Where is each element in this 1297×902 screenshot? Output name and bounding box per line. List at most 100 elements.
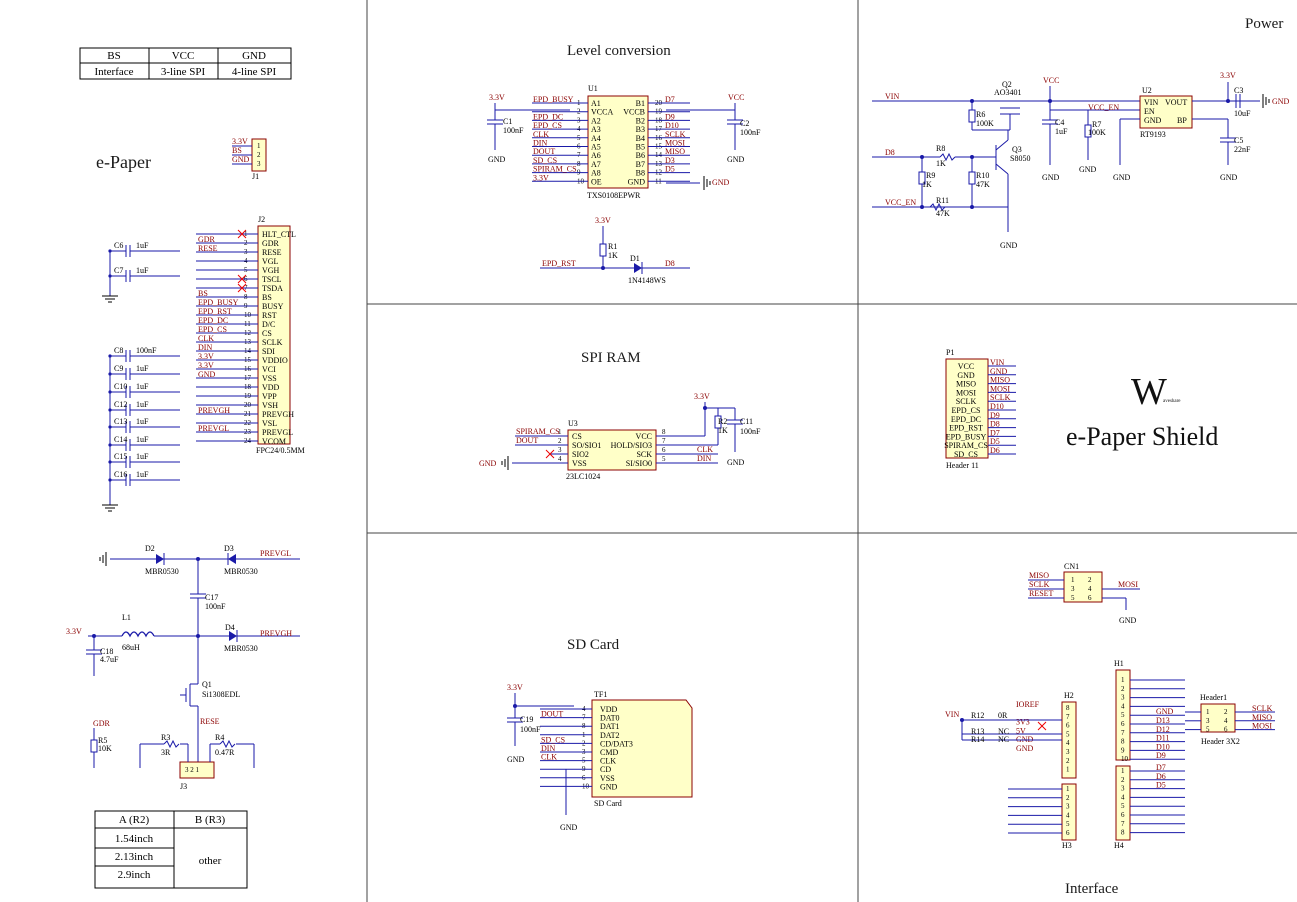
svg-text:5: 5 — [1071, 594, 1075, 602]
p1-pin-label: SD_CS — [954, 450, 978, 459]
j2-net: GDR — [198, 235, 216, 244]
svg-text:J3: J3 — [180, 782, 187, 791]
svg-text:RESE: RESE — [200, 717, 220, 726]
svg-text:GND: GND — [1272, 97, 1290, 106]
svg-text:1K: 1K — [718, 426, 728, 435]
cap-name: C9 — [114, 364, 123, 373]
p1-pin-label: VCC — [958, 362, 974, 371]
svg-text:VIN: VIN — [885, 92, 899, 101]
hdr-net: SCLK — [1252, 704, 1273, 713]
svg-text:GND: GND — [1113, 173, 1131, 182]
h1-net: GND — [1156, 707, 1174, 716]
j2-net: 3.3V — [198, 352, 214, 361]
h2-num: 6 — [1066, 722, 1070, 730]
boost-circuit: D2 MBR0530 D3 MBR0530 PREVGL C17 100nF L… — [66, 544, 300, 791]
h4-net: D5 — [1156, 781, 1166, 790]
u1-left-pin: A8 — [591, 169, 601, 178]
svg-text:R2: R2 — [718, 417, 727, 426]
junction — [108, 249, 112, 253]
h1-num: 1 — [1121, 676, 1125, 684]
svg-text:47K: 47K — [936, 209, 950, 218]
p1-pin-label: SPIRAM_CS — [944, 441, 988, 450]
j2-pin-label: BUSY — [262, 302, 284, 311]
j2-pin-label: GDR — [262, 239, 280, 248]
svg-text:GND: GND — [1079, 165, 1097, 174]
h4-num: 2 — [1121, 776, 1125, 784]
bs-header-0: BS — [107, 50, 120, 62]
j2-net: DIN — [198, 343, 212, 352]
cap-value: 1uF — [136, 400, 149, 409]
u1-right-net: MISO — [665, 147, 685, 156]
j2-net: BS — [198, 289, 208, 298]
u1-right-pin: B5 — [636, 143, 645, 152]
svg-text:NC: NC — [998, 735, 1009, 744]
svg-text:SCLK: SCLK — [1029, 580, 1050, 589]
svg-text:R12: R12 — [971, 711, 984, 720]
svg-text:R6: R6 — [976, 110, 985, 119]
svg-text:VCC: VCC — [1043, 76, 1059, 85]
svg-text:EPD_RST: EPD_RST — [542, 259, 576, 268]
svg-text:VSS: VSS — [572, 459, 587, 468]
p1-net: D8 — [990, 420, 1000, 429]
j2-pin-label: SCLK — [262, 338, 283, 347]
tf-net: CLK — [541, 753, 557, 762]
j2-pin-label: RESE — [262, 248, 282, 257]
p1-pin-label: GND — [957, 371, 975, 380]
svg-text:3R: 3R — [161, 748, 171, 757]
svg-text:J2: J2 — [258, 215, 265, 224]
svg-text:R11: R11 — [936, 196, 949, 205]
svg-text:GND: GND — [727, 458, 745, 467]
svg-text:D8: D8 — [885, 148, 895, 157]
power-circuit: VIN R6 100K Q2 AO3401 VCC C4 1uF GND VCC… — [872, 71, 1290, 250]
junction — [108, 390, 112, 394]
svg-text:10K: 10K — [98, 744, 112, 753]
svg-text:C19: C19 — [520, 715, 533, 724]
svg-text:3: 3 — [257, 160, 261, 168]
title-sdcard: SD Card — [567, 637, 620, 653]
tf-pin-label: CD — [600, 765, 611, 774]
h1-num: 9 — [1121, 746, 1125, 754]
svg-text:SIO2: SIO2 — [572, 450, 589, 459]
p1-net: D6 — [990, 446, 1000, 455]
svg-text:3.3V: 3.3V — [489, 93, 505, 102]
cap-name: C10 — [114, 382, 127, 391]
svg-text:MBR0530: MBR0530 — [224, 567, 258, 576]
svg-text:CN1: CN1 — [1064, 562, 1079, 571]
j2-pin-label: VSH — [262, 401, 278, 410]
j2-net: EPD_DC — [198, 316, 228, 325]
svg-text:C5: C5 — [1234, 136, 1243, 145]
h2-net: 3V3 — [1016, 718, 1030, 727]
svg-text:A (R2): A (R2) — [119, 814, 150, 826]
svg-text:other: other — [199, 855, 222, 867]
svg-text:R14: R14 — [971, 735, 984, 744]
tf-net: DIN — [541, 744, 555, 753]
hdr-num: 1 — [1206, 708, 1210, 716]
bs-table: BS VCC GND Interface 3-line SPI 4-line S… — [79, 47, 292, 80]
cap-name: C8 — [114, 346, 123, 355]
cap-name: C14 — [114, 435, 127, 444]
connector-j1: 3.3V BS GND 1 2 3 J1 — [232, 137, 267, 181]
h1-num: 6 — [1121, 720, 1125, 728]
cap-value: 1uF — [136, 241, 149, 250]
svg-text:C17: C17 — [205, 593, 218, 602]
cap-name: C13 — [114, 417, 127, 426]
cap-value: 1uF — [136, 364, 149, 373]
j2-pin-label: VGL — [262, 257, 279, 266]
svg-text:4.7uF: 4.7uF — [100, 655, 119, 664]
svg-text:VCC_EN: VCC_EN — [1088, 103, 1119, 112]
svg-text:C1: C1 — [503, 117, 512, 126]
svg-text:1.54inch: 1.54inch — [115, 833, 154, 845]
u1-right-net: D7 — [665, 95, 675, 104]
svg-text:TXS0108EPWR: TXS0108EPWR — [587, 191, 641, 200]
cap-name: C12 — [114, 400, 127, 409]
svg-text:NC: NC — [998, 727, 1009, 736]
svg-text:8: 8 — [662, 428, 666, 436]
svg-text:47K: 47K — [976, 180, 990, 189]
svg-text:3.3V: 3.3V — [507, 683, 523, 692]
svg-text:GND: GND — [1000, 241, 1018, 250]
h2-num: 8 — [1066, 704, 1070, 712]
svg-text:D8: D8 — [665, 259, 675, 268]
svg-text:1K: 1K — [922, 180, 932, 189]
j2-net: EPD_CS — [198, 325, 227, 334]
